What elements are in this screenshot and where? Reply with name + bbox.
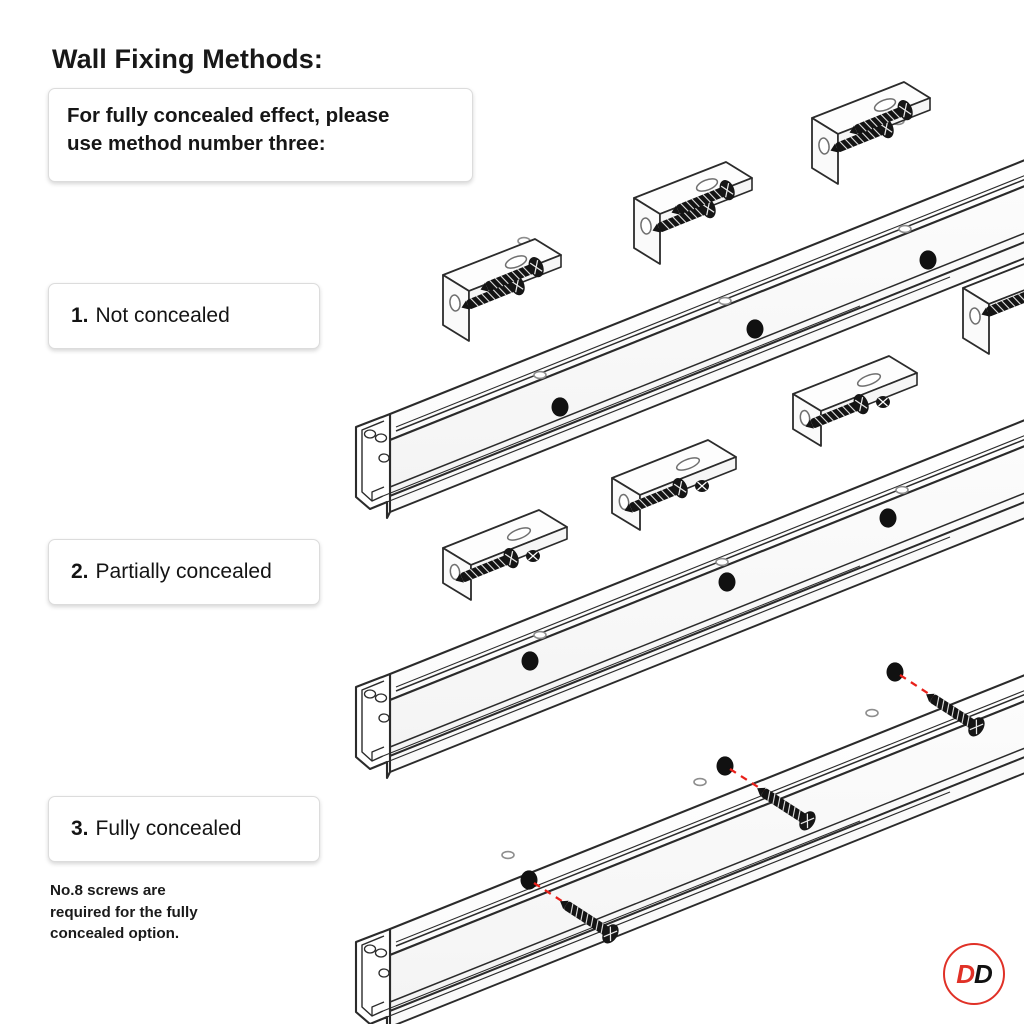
note-line-1: For fully concealed effect, please bbox=[67, 104, 390, 127]
note-line-2: use method number three: bbox=[67, 132, 326, 155]
assembly-line bbox=[533, 882, 623, 948]
assembly-line bbox=[729, 768, 820, 835]
page-title: Wall Fixing Methods: bbox=[52, 44, 323, 74]
method-1-label: Not concealed bbox=[95, 304, 230, 327]
footnote-line-2: required for the fully bbox=[50, 903, 198, 921]
method-2-label: Partially concealed bbox=[95, 560, 272, 583]
method-2-number: 2. bbox=[71, 560, 89, 583]
method-3-number: 3. bbox=[71, 817, 89, 840]
screw-size-footnote: No.8 screws are required for the fully c… bbox=[50, 880, 300, 945]
logo-letter-1: D bbox=[956, 959, 975, 989]
footnote-line-3: concealed option. bbox=[50, 925, 180, 942]
concealed-screw-assembly bbox=[533, 674, 989, 948]
footnote-line-1: No.8 screws are bbox=[50, 882, 166, 899]
method-1-number: 1. bbox=[71, 304, 89, 327]
method-label-3: 3. Fully concealed bbox=[48, 796, 320, 862]
fully-concealed-note: For fully concealed effect, please use m… bbox=[48, 88, 473, 182]
logo-letter-2: D bbox=[974, 959, 993, 989]
logo-ring bbox=[943, 943, 1005, 1005]
method-label-2: 2. Partially concealed bbox=[48, 539, 320, 605]
assembly-line bbox=[899, 674, 989, 741]
method-label-1: 1. Not concealed bbox=[48, 283, 320, 349]
method-3-label: Fully concealed bbox=[95, 817, 242, 840]
